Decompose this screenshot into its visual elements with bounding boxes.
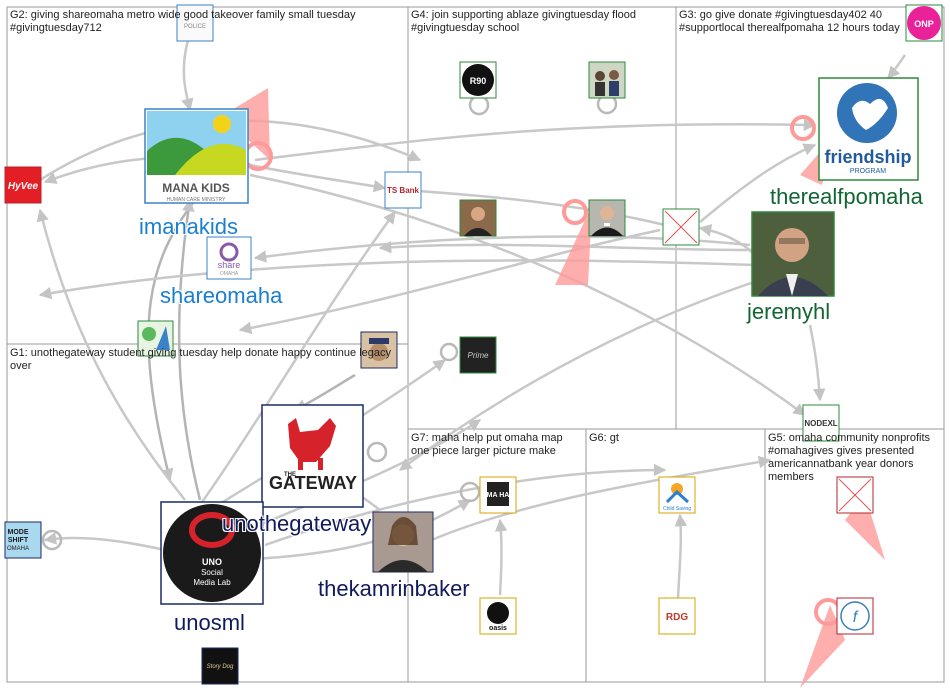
edge xyxy=(38,259,756,300)
svg-text:POLICE: POLICE xyxy=(184,24,206,30)
self-loop xyxy=(366,441,388,463)
edge xyxy=(808,324,826,402)
self-loop xyxy=(439,342,459,362)
edge xyxy=(198,210,397,506)
node-label-unothegateway[interactable]: unothegateway xyxy=(222,511,372,536)
edge xyxy=(177,198,202,501)
avatar-g4-people[interactable] xyxy=(588,61,626,99)
svg-text:RDG: RDG xyxy=(666,612,688,623)
red-loop xyxy=(790,115,816,141)
node-label-jeremyhl[interactable]: jeremyhl xyxy=(747,299,831,324)
edge xyxy=(419,455,772,547)
svg-text:SHIFT: SHIFT xyxy=(8,537,29,544)
avatar-prime[interactable]: Prime xyxy=(459,336,497,374)
group-frame-g5 xyxy=(764,428,945,683)
svg-text:Prime: Prime xyxy=(468,351,489,360)
avatar-imanakids[interactable]: MANA KIDS HUMAN CARE MINISTRY xyxy=(144,108,249,204)
mana-kids-logo-text: MANA KIDS xyxy=(162,181,230,195)
edge xyxy=(43,532,166,552)
avatar-nodexl[interactable]: NODEXL xyxy=(802,404,840,442)
edge xyxy=(398,278,761,472)
node-label-therealfpomaha[interactable]: therealfpomaha xyxy=(770,184,923,209)
svg-text:Story Dog: Story Dog xyxy=(207,664,234,670)
edge xyxy=(147,199,197,482)
node-label-shareomaha[interactable]: shareomaha xyxy=(160,283,283,308)
avatar-jeremyhl[interactable] xyxy=(751,211,835,297)
edge xyxy=(378,241,753,254)
svg-text:TS Bank: TS Bank xyxy=(387,186,420,195)
red-loop xyxy=(562,199,588,225)
avatar-g1-script[interactable]: Story Dog xyxy=(201,647,239,685)
avatar-g5-f[interactable]: f xyxy=(836,597,874,635)
node-label-imanakids[interactable]: imanakids xyxy=(139,214,239,239)
svg-text:THE: THE xyxy=(284,472,296,478)
avatar-maha[interactable]: MA HA xyxy=(479,476,517,514)
group-frame-g7 xyxy=(407,428,587,683)
self-loop xyxy=(41,529,63,551)
edge xyxy=(698,224,756,256)
svg-text:OMAHA: OMAHA xyxy=(7,546,29,552)
avatar-unosml[interactable]: UNO Social Media Lab xyxy=(160,501,264,605)
avatar-g2-top[interactable]: POLICE xyxy=(176,4,214,42)
group-frame-g6 xyxy=(585,428,766,683)
edge xyxy=(234,418,482,537)
avatars: POLICE MANA KIDS HUMAN CARE MINISTRY HyV… xyxy=(4,4,943,685)
edge xyxy=(249,163,387,193)
avatar-g4-priest[interactable] xyxy=(588,199,626,237)
edge xyxy=(403,184,666,227)
avatar-rdg[interactable]: RDG xyxy=(658,597,696,635)
avatar-g4-suit[interactable] xyxy=(459,199,497,237)
svg-text:MA HA: MA HA xyxy=(487,492,510,499)
svg-text:Media Lab: Media Lab xyxy=(193,578,231,587)
svg-text:friendship: friendship xyxy=(824,147,911,167)
svg-text:share: share xyxy=(218,260,241,270)
red-edge xyxy=(800,605,845,688)
edge xyxy=(36,208,186,501)
avatar-g2-green[interactable] xyxy=(137,320,174,357)
svg-text:UNO: UNO xyxy=(202,557,222,567)
avatar-missing-g3[interactable] xyxy=(662,208,700,246)
svg-text:R90: R90 xyxy=(470,76,487,86)
self-loop xyxy=(459,481,481,503)
avatar-oasis[interactable]: oasis xyxy=(479,597,517,635)
svg-text:PROGRAM: PROGRAM xyxy=(850,168,886,175)
avatar-childsaving[interactable]: Child Saving xyxy=(658,476,696,514)
self-loop xyxy=(468,94,490,116)
svg-text:Social: Social xyxy=(201,568,223,577)
svg-text:MODE: MODE xyxy=(8,529,29,536)
avatar-therealfpomaha[interactable]: friendship PROGRAM xyxy=(818,77,919,181)
svg-text:Child Saving: Child Saving xyxy=(663,506,691,512)
svg-text:NODEXL: NODEXL xyxy=(804,419,837,428)
avatar-tsbank[interactable]: TS Bank xyxy=(384,171,422,209)
node-label-thekamrinbaker[interactable]: thekamrinbaker xyxy=(318,576,470,601)
avatar-modeshift[interactable]: MODE SHIFT OMAHA xyxy=(4,521,42,559)
avatar-r90[interactable]: R90 xyxy=(459,61,497,99)
svg-text:f: f xyxy=(853,609,859,626)
edge xyxy=(674,513,688,599)
svg-text:ONP: ONP xyxy=(914,19,934,29)
svg-text:oasis: oasis xyxy=(489,625,507,632)
avatar-hyvee[interactable]: HyVee xyxy=(4,166,42,204)
node-label-unosml[interactable]: unosml xyxy=(174,610,245,635)
edge xyxy=(249,173,807,417)
edge xyxy=(239,498,472,562)
avatar-thekamrinbaker[interactable] xyxy=(372,511,434,573)
avatar-g1-cap[interactable] xyxy=(360,331,398,369)
svg-text:HUMAN CARE MINISTRY: HUMAN CARE MINISTRY xyxy=(167,197,226,203)
svg-text:OMAHA: OMAHA xyxy=(220,271,239,277)
avatar-unothegateway[interactable]: THE GATEWAY xyxy=(261,404,364,508)
edge xyxy=(494,518,508,596)
avatar-missing-g5[interactable] xyxy=(836,476,874,514)
avatar-shareomaha[interactable]: share OMAHA xyxy=(206,236,252,280)
edge xyxy=(238,228,661,335)
svg-text:GATEWAY: GATEWAY xyxy=(269,473,357,493)
avatar-onp[interactable]: ONP xyxy=(905,4,943,42)
edge xyxy=(181,39,194,112)
red-edge xyxy=(555,205,592,285)
edge xyxy=(699,143,817,223)
svg-text:HyVee: HyVee xyxy=(8,181,39,192)
edge xyxy=(254,118,817,162)
edge xyxy=(887,54,907,79)
